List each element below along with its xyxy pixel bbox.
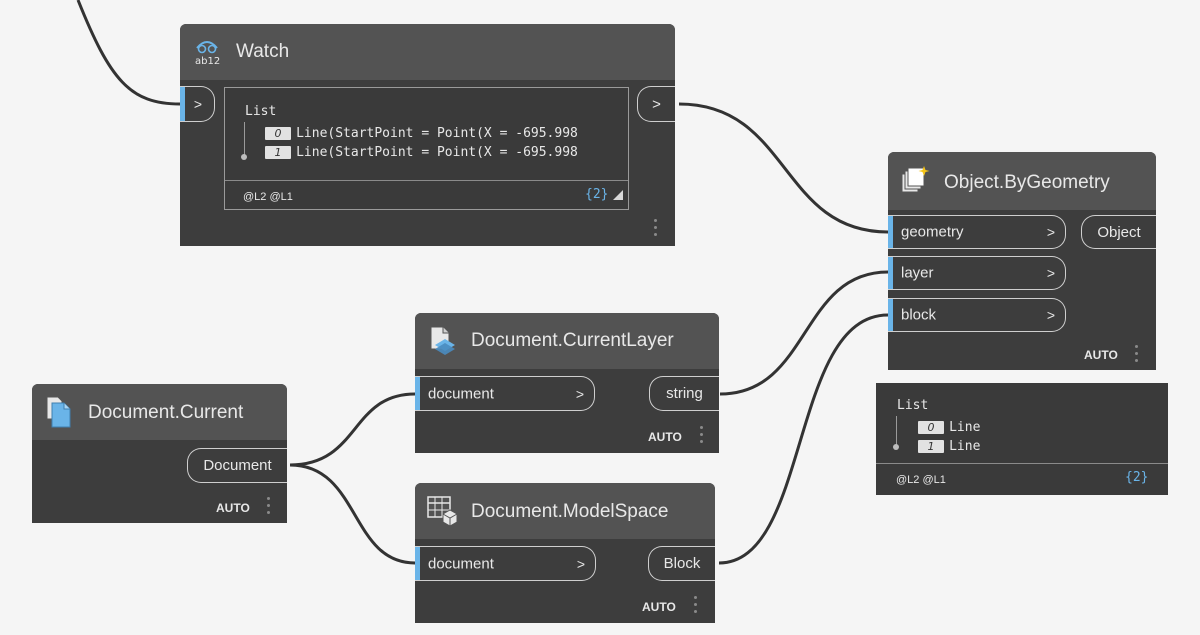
- document-current-layer-menu-icon[interactable]: [700, 426, 704, 447]
- object-by-geometry-header[interactable]: [888, 152, 1156, 210]
- watch-preview-panel[interactable]: List 0 Line(StartPoint = Point(X = -695.…: [224, 87, 629, 210]
- document-current-menu-icon[interactable]: [267, 497, 271, 518]
- document-current-layer-node[interactable]: Document.CurrentLayer document > string …: [415, 313, 719, 453]
- geometry-input-arrow: >: [1046, 224, 1055, 240]
- watch-node[interactable]: ab12 Watch > > List 0 Line(StartPoint = …: [180, 24, 675, 246]
- document-model-space-menu-icon[interactable]: [694, 596, 698, 617]
- svg-text:ab12: ab12: [195, 56, 220, 66]
- model-space-icon: [427, 496, 458, 526]
- string-output-label: string: [666, 385, 703, 402]
- wire-string-to-layer: [719, 270, 889, 396]
- object-by-geometry-node[interactable]: Object.ByGeometry geometry > layer > blo…: [888, 152, 1156, 370]
- geometry-input-port[interactable]: geometry >: [888, 215, 1066, 249]
- geometry-input-label: geometry: [901, 223, 964, 241]
- watch-panel-divider: [225, 180, 628, 181]
- current-layer-document-input-port[interactable]: document >: [415, 376, 595, 411]
- block-output-port[interactable]: Block: [648, 546, 715, 581]
- resize-grip-icon[interactable]: [613, 190, 623, 200]
- watch-node-header[interactable]: [180, 24, 675, 80]
- object-preview-item-text: Line: [949, 439, 981, 454]
- document-model-space-title: Document.ModelSpace: [471, 501, 669, 522]
- document-stack-icon: [46, 396, 71, 428]
- watch-item-text: Line(StartPoint = Point(X = -695.998: [296, 126, 578, 141]
- object-output-label: Object: [1097, 223, 1141, 241]
- layer-input-arrow: >: [1046, 265, 1055, 281]
- watch-item-index: 1: [265, 146, 291, 159]
- object-preview-item: 0 Line: [918, 416, 980, 435]
- string-output-port[interactable]: string: [649, 376, 719, 411]
- model-space-lacing-label[interactable]: AUTO: [642, 600, 676, 614]
- object-preview-item: 1 Line: [918, 435, 980, 454]
- model-space-document-input-port[interactable]: document >: [415, 546, 596, 581]
- wire-block-to-block: [718, 313, 889, 565]
- watch-list-item: 1 Line(StartPoint = Point(X = -695.998: [265, 141, 613, 160]
- document-current-layer-title: Document.CurrentLayer: [471, 330, 674, 351]
- wire-into-watch: [76, 0, 181, 106]
- object-by-geometry-title: Object.ByGeometry: [944, 172, 1110, 193]
- document-current-node[interactable]: Document.Current Document AUTO: [32, 384, 287, 523]
- watch-node-title: Watch: [236, 41, 290, 62]
- layer-input-port[interactable]: layer >: [888, 256, 1066, 290]
- current-layer-lacing-label[interactable]: AUTO: [648, 430, 682, 444]
- object-output-port[interactable]: Object: [1081, 215, 1156, 249]
- current-layer-document-input-label: document: [428, 385, 494, 402]
- object-preview-levels: @L2 @L1: [896, 474, 946, 486]
- object-preview-item-index: 1: [918, 440, 944, 453]
- object-geometry-icon: [901, 166, 930, 193]
- document-layer-icon: [430, 326, 455, 355]
- object-preview-tree-dot: [893, 444, 899, 450]
- lacing-label[interactable]: AUTO: [1084, 348, 1118, 362]
- watch-input-arrow: >: [193, 96, 202, 112]
- watch-tree-line: [244, 122, 245, 156]
- layer-input-label: layer: [901, 264, 934, 282]
- document-current-lacing-label[interactable]: AUTO: [216, 501, 250, 515]
- block-input-arrow: >: [1046, 307, 1055, 323]
- watch-count: {2}: [585, 187, 609, 202]
- object-preview-item-index: 0: [918, 421, 944, 434]
- watch-input-port[interactable]: >: [180, 86, 215, 122]
- object-preview-count: {2}: [1125, 470, 1149, 485]
- watch-output-arrow: >: [652, 95, 661, 113]
- object-preview-tree-line: [896, 416, 897, 446]
- watch-menu-icon[interactable]: [654, 219, 658, 240]
- watch-item-index: 0: [265, 127, 291, 140]
- watch-tree-dot: [241, 154, 247, 160]
- object-by-geometry-menu-icon[interactable]: [1135, 345, 1139, 366]
- watch-output-port[interactable]: >: [637, 86, 675, 122]
- object-preview-divider: [876, 463, 1168, 464]
- watch-list-label: List: [245, 104, 277, 119]
- model-space-document-input-label: document: [428, 555, 494, 572]
- block-input-port[interactable]: block >: [888, 298, 1066, 332]
- watch-icon: ab12: [195, 41, 220, 66]
- document-output-port[interactable]: Document: [187, 448, 287, 483]
- object-preview-list-label: List: [897, 398, 929, 413]
- watch-list-item: 0 Line(StartPoint = Point(X = -695.998: [265, 122, 613, 141]
- wire-document-to-currentlayer: [289, 392, 416, 467]
- document-current-header[interactable]: [32, 384, 287, 440]
- block-output-label: Block: [663, 555, 701, 572]
- block-input-label: block: [901, 306, 937, 324]
- object-preview-item-text: Line: [949, 420, 981, 435]
- document-model-space-node[interactable]: Document.ModelSpace document > Block AUT…: [415, 483, 715, 623]
- document-model-space-header[interactable]: [415, 483, 715, 539]
- document-current-title: Document.Current: [88, 402, 244, 423]
- document-current-layer-header[interactable]: [415, 313, 719, 369]
- document-output-label: Document: [203, 457, 272, 474]
- current-layer-document-input-arrow: >: [575, 385, 584, 402]
- watch-levels: @L2 @L1: [243, 191, 293, 203]
- model-space-document-input-arrow: >: [576, 555, 585, 572]
- wire-document-to-modelspace: [289, 463, 416, 565]
- wire-watch-to-geometry: [678, 102, 889, 234]
- object-preview-bubble[interactable]: List 0 Line 1 Line @L2 @L1 {2}: [876, 383, 1168, 495]
- watch-item-text: Line(StartPoint = Point(X = -695.998: [296, 145, 578, 160]
